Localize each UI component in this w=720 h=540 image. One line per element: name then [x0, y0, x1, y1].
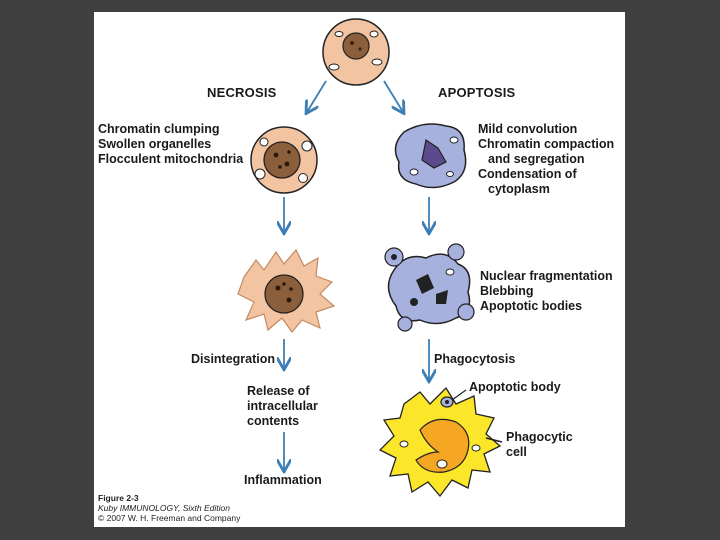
apoptosis-feature-2: Chromatin compaction: [478, 137, 615, 151]
necrosis-step-release-2: intracellular: [247, 399, 318, 413]
normal-cell: [322, 18, 390, 86]
necrosis-feature-3: Flocculent mitochondria: [98, 152, 244, 166]
leader-phagocytic-cell: [485, 437, 503, 443]
arrow-to-necrosis: [307, 80, 327, 112]
apoptosis-stage2-feature-2: Blebbing: [480, 284, 534, 298]
arrow-to-apoptosis: [383, 80, 403, 112]
apoptosis-feature-5: cytoplasm: [488, 182, 550, 196]
label-apoptotic-body: Apoptotic body: [469, 380, 561, 394]
necrosis-cell-ruptured: [237, 248, 336, 333]
necrosis-step-release-3: contents: [247, 414, 300, 428]
heading-apoptosis: APOPTOSIS: [438, 85, 516, 100]
figure-source: Kuby IMMUNOLOGY, Sixth Edition: [98, 503, 230, 513]
figure-number: Figure 2-3: [98, 493, 139, 503]
diagram-artwork: [237, 18, 503, 498]
apoptosis-feature-4: Condensation of: [478, 167, 577, 181]
necrosis-feature-1: Chromatin clumping: [98, 122, 220, 136]
apoptosis-step-phagocytosis: Phagocytosis: [434, 352, 516, 366]
apoptosis-stage2-feature-1: Nuclear fragmentation: [480, 269, 613, 283]
apoptosis-cell-convoluted: [394, 123, 467, 189]
necrosis-step-release-1: Release of: [247, 384, 310, 398]
heading-necrosis: NECROSIS: [207, 85, 277, 100]
necrosis-step-disintegration: Disintegration: [191, 352, 276, 366]
label-phagocytic-cell-2: cell: [506, 445, 527, 459]
figure-copyright: © 2007 W. H. Freeman and Company: [98, 513, 241, 523]
necrosis-cell-swollen: [250, 126, 318, 194]
necrosis-feature-2: Swollen organelles: [98, 137, 212, 151]
phagocytic-cell: [378, 386, 502, 498]
apoptosis-cell-fragmented: [384, 243, 475, 332]
apoptosis-feature-3: and segregation: [488, 152, 585, 166]
apoptosis-feature-1: Mild convolution: [478, 122, 578, 136]
figure-panel: NECROSIS APOPTOSIS Chromatin clumping Sw…: [94, 12, 625, 527]
figure-caption: Figure 2-3 Kuby IMMUNOLOGY, Sixth Editio…: [98, 493, 240, 523]
leader-apoptotic-body: [451, 389, 467, 401]
necrosis-step-inflammation: Inflammation: [244, 473, 322, 487]
apoptosis-stage2-feature-3: Apoptotic bodies: [480, 299, 583, 313]
label-phagocytic-cell-1: Phagocytic: [506, 430, 573, 444]
